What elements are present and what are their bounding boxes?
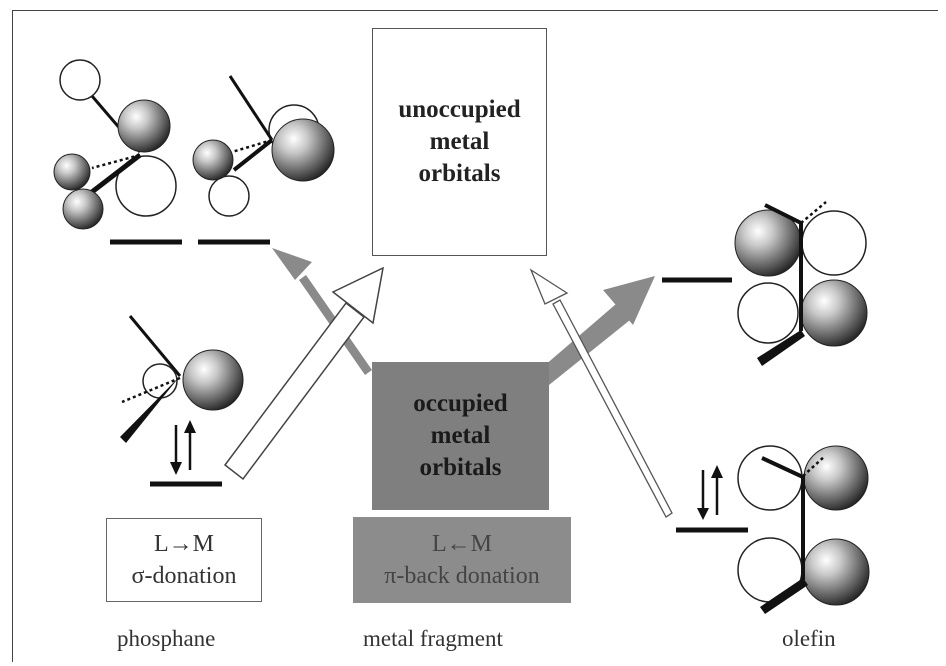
phosphane-orbital-2	[192, 75, 335, 217]
sigma-box-line-2: σ-donation	[131, 563, 237, 589]
occupied-line-2: metal	[430, 422, 491, 449]
unoccupied-line-2: metal	[429, 128, 490, 155]
occupied-line-3: orbitals	[419, 454, 502, 481]
phosphane-electron-pair	[170, 420, 196, 475]
pi-box-line-2: π-back donation	[384, 563, 540, 589]
olefin-label: olefin	[782, 626, 836, 651]
phosphane-lone-pair-orbital	[120, 315, 244, 443]
phosphane-label: phosphane	[117, 626, 216, 651]
unoccupied-line-3: orbitals	[418, 160, 501, 187]
occupied-metal-orbitals-box: occupied metal orbitals	[372, 362, 549, 510]
pi-box-line-1: L←M	[432, 531, 492, 557]
metal-fragment-label: metal fragment	[363, 626, 503, 651]
olefin-electron-pair	[697, 465, 723, 520]
pi-back-donation-box: L←M π-back donation	[353, 517, 571, 603]
figure-frame	[12, 10, 938, 662]
unoccupied-metal-orbitals-box: unoccupied metal orbitals	[372, 28, 547, 256]
sigma-donation-arrow-phosphane	[223, 266, 385, 481]
occupied-line-1: occupied	[413, 390, 508, 417]
olefin-pi-orbital	[737, 445, 870, 614]
sigma-donation-box: L→M σ-donation	[106, 518, 262, 602]
olefin-pi-star-orbital	[734, 201, 868, 366]
sigma-donation-arrow-olefin	[529, 268, 673, 518]
sigma-box-line-1: L→M	[154, 531, 214, 557]
unoccupied-line-1: unoccupied	[398, 96, 521, 123]
phosphane-orbital-1	[53, 59, 177, 230]
